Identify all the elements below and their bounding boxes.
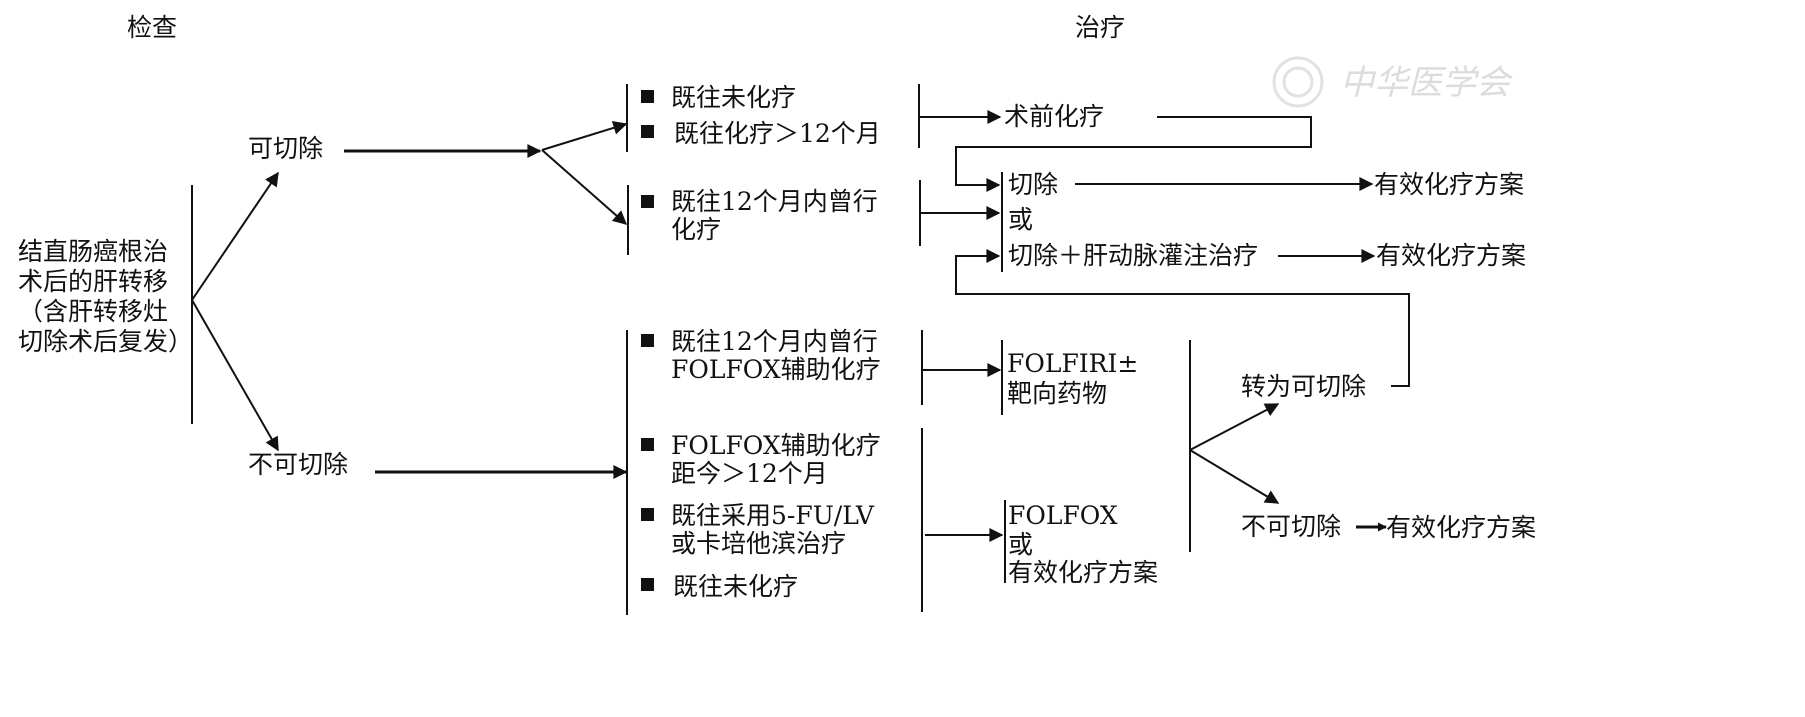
root-line-2: 术后的肝转移 xyxy=(18,267,168,296)
treatment-preop: 术前化疗 xyxy=(1004,102,1104,131)
bullet-icon xyxy=(641,334,654,347)
treatment-folfox-line-2: 或 xyxy=(1008,530,1033,559)
treatment-folfiri-line-1: FOLFIRI± xyxy=(1007,349,1138,378)
root-node: 结直肠癌根治 术后的肝转移 （含肝转移灶 切除术后复发） xyxy=(18,237,193,356)
treatment-folfox-line-3: 有效化疗方案 xyxy=(1008,558,1158,587)
outcome-still-unresectable: 不可切除 xyxy=(1241,512,1341,541)
arrow-to-resectable xyxy=(191,171,279,301)
arrow-to-still-unresectable xyxy=(1189,449,1280,504)
arrow-to-resectable-group1 xyxy=(541,121,628,151)
resectable-group2-item-1-line-1: 既往12个月内曾行 xyxy=(671,187,878,216)
bullet-icon xyxy=(641,125,654,138)
treatment-effective-2: 有效化疗方案 xyxy=(1376,241,1526,270)
bullet-icon xyxy=(641,508,654,521)
bullet-icon xyxy=(641,195,654,208)
unresectable-group2-item-1-line-1: FOLFOX辅助化疗 xyxy=(671,431,881,460)
watermark-logo-inner-icon xyxy=(1282,66,1314,98)
branch-unresectable: 不可切除 xyxy=(248,450,348,479)
watermark: 中华医学会 xyxy=(1272,56,1514,108)
bullet-icon xyxy=(641,438,654,451)
watermark-text: 中华医学会 xyxy=(1340,63,1514,103)
treatment-folfox-line-1: FOLFOX xyxy=(1008,501,1118,530)
root-line-3: （含肝转移灶 xyxy=(18,297,168,326)
unresectable-group2-item-1-line-2: 距今＞12个月 xyxy=(671,459,828,488)
header-exam: 检查 xyxy=(127,13,177,42)
resectable-group1-item-1: 既往未化疗 xyxy=(671,83,796,112)
bullet-icon xyxy=(641,90,654,103)
connector-preop-to-resection xyxy=(955,116,1312,192)
unresectable-group2-item-2-line-2: 或卡培他滨治疗 xyxy=(671,529,846,558)
root-line-1: 结直肠癌根治 xyxy=(18,237,168,266)
treatment-resection-hai: 切除＋肝动脉灌注治疗 xyxy=(1008,241,1258,270)
outcome-converted: 转为可切除 xyxy=(1241,372,1366,401)
treatment-or: 或 xyxy=(1008,205,1033,234)
treatment-folfiri-line-2: 靶向药物 xyxy=(1007,379,1107,408)
unresectable-group1-item-1-line-2: FOLFOX辅助化疗 xyxy=(671,355,881,384)
watermark-logo-icon xyxy=(1272,56,1324,108)
arrow-to-unresectable xyxy=(191,299,279,452)
resectable-group2-item-1-line-2: 化疗 xyxy=(671,215,721,244)
arrow-to-resectable-group2 xyxy=(541,149,628,225)
resectable-group1-item-2: 既往化疗＞12个月 xyxy=(674,119,881,148)
unresectable-group2-item-2-line-1: 既往采用5-FU/LV xyxy=(671,501,875,530)
treatment-effective-3: 有效化疗方案 xyxy=(1386,513,1536,542)
arrow-to-converted xyxy=(1189,403,1280,451)
root-line-4: 切除术后复发） xyxy=(18,327,193,356)
treatment-resection: 切除 xyxy=(1008,170,1058,199)
header-treatment: 治疗 xyxy=(1075,13,1125,42)
branch-resectable: 可切除 xyxy=(248,134,323,163)
connector-converted-to-resection xyxy=(955,249,1410,387)
treatment-effective-1: 有效化疗方案 xyxy=(1374,170,1524,199)
unresectable-group2-item-3: 既往未化疗 xyxy=(673,572,798,601)
unresectable-group1-item-1-line-1: 既往12个月内曾行 xyxy=(671,327,878,356)
bullet-icon xyxy=(641,578,654,591)
